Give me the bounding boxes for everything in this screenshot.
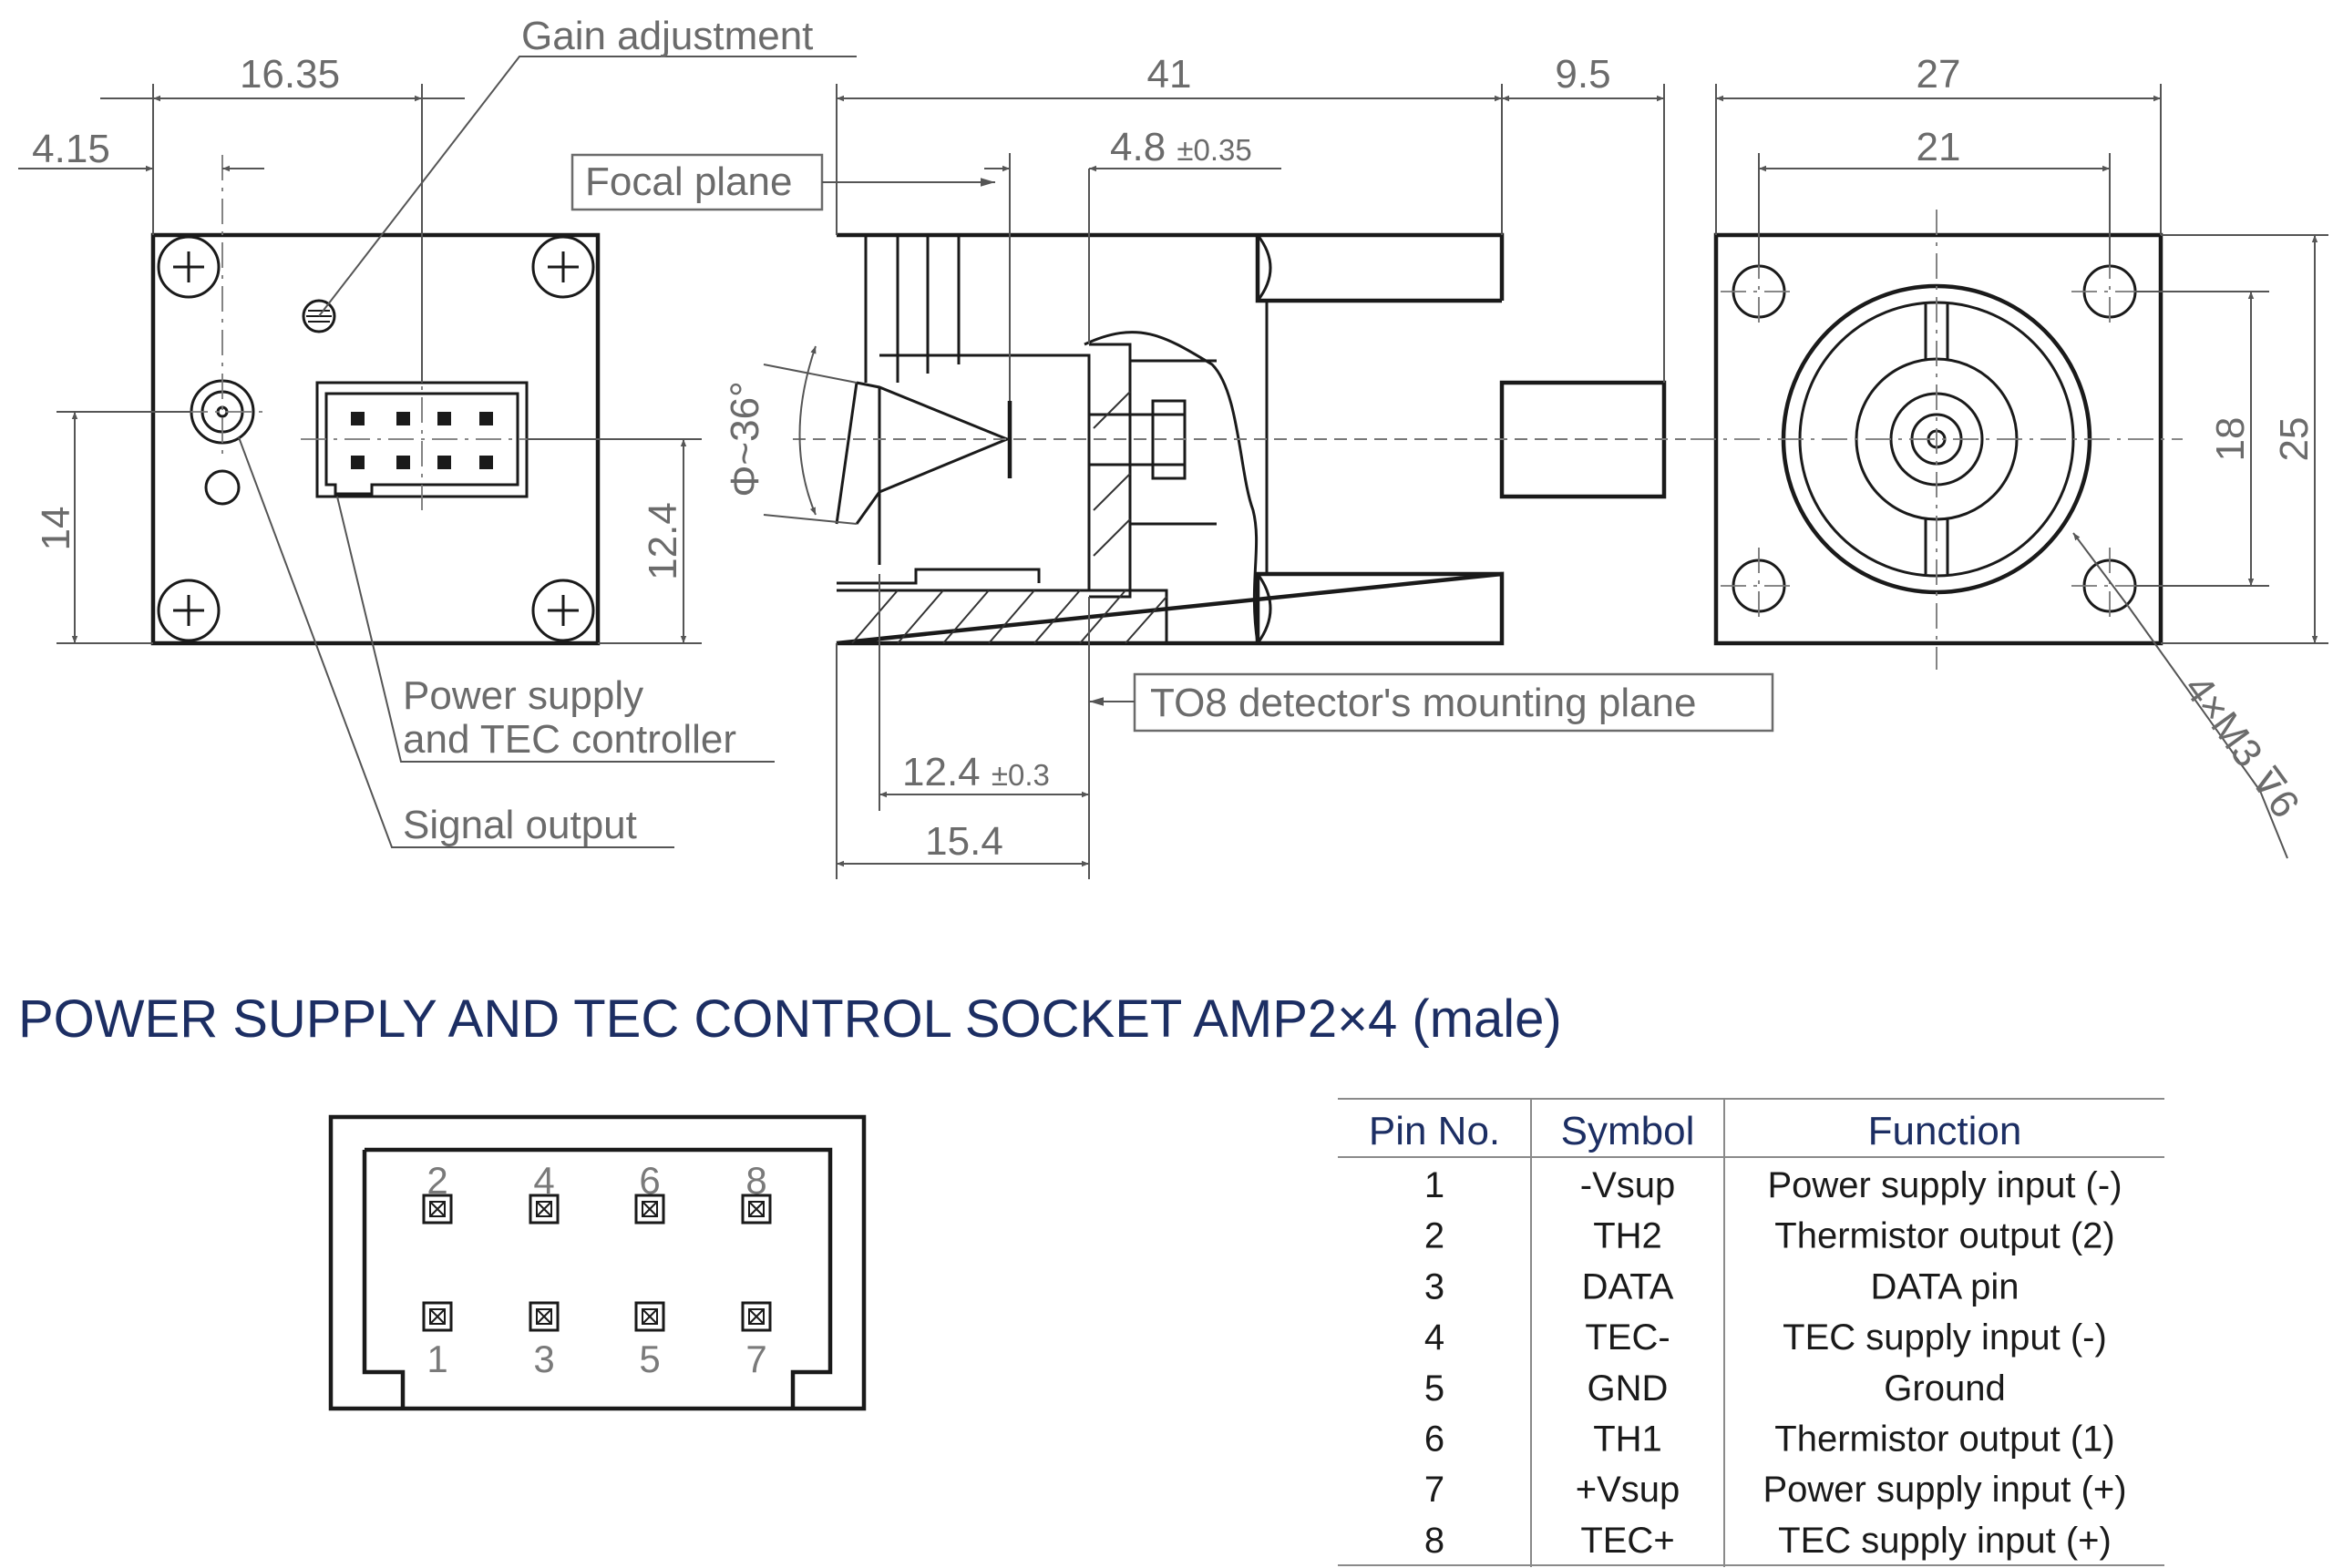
label-to8-mounting-plane: TO8 detector's mounting plane [1150, 681, 1697, 725]
dim-9-5: 9.5 [1555, 52, 1610, 97]
table-cell-pin: 3 [1424, 1266, 1444, 1307]
table-row: 7 +Vsup Power supply input (+) [1424, 1470, 2127, 1510]
dim-16-35: 16.35 [240, 52, 340, 97]
label-power-supply-line2: and TEC controller [403, 717, 736, 762]
pin-row-top [422, 1194, 772, 1225]
table-cell-function: Thermistor output (2) [1774, 1216, 2114, 1256]
section-title: POWER SUPPLY AND TEC CONTROL SOCKET AMP2… [18, 989, 1562, 1049]
table-cell-symbol: TEC- [1585, 1317, 1670, 1358]
table-cell-symbol: TH2 [1593, 1216, 1662, 1256]
dim-21: 21 [1917, 125, 1961, 169]
table-cell-symbol: +Vsup [1576, 1470, 1680, 1510]
mounting-hole [204, 469, 241, 506]
table-header-symbol: Symbol [1561, 1109, 1695, 1153]
table-row: 2 TH2 Thermistor output (2) [1424, 1216, 2115, 1256]
pin-label: 8 [745, 1159, 766, 1202]
table-row: 6 TH1 Thermistor output (1) [1424, 1419, 2115, 1460]
screw-top-right [531, 235, 595, 299]
pin-label: 3 [533, 1337, 554, 1380]
dim-27: 27 [1917, 52, 1961, 97]
table-cell-pin: 5 [1424, 1368, 1444, 1409]
screw-bottom-right [531, 579, 595, 642]
dim-15-4: 15.4 [925, 819, 1003, 864]
dim-12-4-left: 12.4 [641, 502, 685, 580]
pin-label: 7 [745, 1337, 766, 1380]
table-row: 4 TEC- TEC supply input (-) [1424, 1317, 2107, 1358]
table-cell-symbol: GND [1588, 1368, 1669, 1409]
front-view: 16.35 4.15 14 12.4 Gain adjustment Power… [18, 14, 857, 848]
rear-view: 27 21 18 25 4×M3 ⊽6 [1691, 52, 2328, 859]
table-row: 1 -Vsup Power supply input (-) [1424, 1165, 2122, 1205]
socket-detail: 2 4 6 8 1 3 5 7 [328, 1114, 867, 1411]
pin-label: 5 [639, 1337, 660, 1380]
dim-4-15: 4.15 [32, 127, 110, 171]
screw-top-left [157, 235, 221, 299]
dim-25: 25 [2272, 417, 2317, 462]
table-cell-symbol: -Vsup [1580, 1165, 1676, 1205]
pin [741, 1194, 772, 1225]
dim-phi-36: Φ~36° [723, 381, 767, 497]
table-cell-function: DATA pin [1870, 1266, 2019, 1307]
pin [634, 1194, 665, 1225]
table-cell-pin: 2 [1424, 1216, 1444, 1256]
table-cell-symbol: TH1 [1593, 1419, 1662, 1460]
label-signal-output: Signal output [403, 803, 637, 847]
table-header-function: Function [1868, 1109, 2022, 1153]
table-cell-function: Power supply input (-) [1767, 1165, 2122, 1205]
label-focal-plane: Focal plane [585, 159, 792, 204]
dim-12-4-bottom: 12.4 ±0.3 [902, 750, 1050, 794]
pin-row-bottom [422, 1301, 772, 1332]
table-cell-pin: 4 [1424, 1317, 1444, 1358]
dim-14: 14 [34, 507, 78, 551]
table-cell-function: TEC supply input (-) [1783, 1317, 2107, 1358]
label-power-supply-line1: Power supply [403, 673, 643, 718]
dim-41: 41 [1147, 52, 1192, 97]
pin-label: 6 [639, 1159, 660, 1202]
pin-label: 2 [427, 1159, 447, 1202]
pin [634, 1301, 665, 1332]
table-cell-pin: 8 [1424, 1521, 1444, 1561]
pin [422, 1194, 453, 1225]
pin [741, 1301, 772, 1332]
dim-4-8: 4.8 ±0.35 [1110, 125, 1252, 169]
section-hatching [851, 391, 1167, 644]
dim-4xm3: 4×M3 ⊽6 [2175, 667, 2308, 826]
table-header-pin: Pin No. [1369, 1109, 1500, 1153]
table-row: 8 TEC+ TEC supply input (+) [1424, 1521, 2112, 1561]
table-cell-pin: 1 [1424, 1165, 1444, 1205]
side-section-view: 41 9.5 4.8 ±0.35 Focal plane Φ~36° TO8 d… [570, 52, 1774, 879]
pin-label: 1 [427, 1337, 447, 1380]
table-cell-symbol: DATA [1582, 1266, 1674, 1307]
table-cell-function: TEC supply input (+) [1778, 1521, 2112, 1561]
pin [422, 1301, 453, 1332]
pin [529, 1194, 560, 1225]
pin [529, 1301, 560, 1332]
table-row: 5 GND Ground [1424, 1368, 2006, 1409]
table-cell-pin: 7 [1424, 1470, 1444, 1510]
pin-label: 4 [533, 1159, 554, 1202]
table-cell-pin: 6 [1424, 1419, 1444, 1460]
dim-18: 18 [2208, 417, 2253, 462]
label-gain-adjustment: Gain adjustment [521, 14, 813, 58]
table-cell-function: Thermistor output (1) [1774, 1419, 2114, 1460]
screw-bottom-left [157, 579, 221, 642]
table-row: 3 DATA DATA pin [1424, 1266, 2020, 1307]
table-cell-symbol: TEC+ [1580, 1521, 1674, 1561]
table-cell-function: Power supply input (+) [1763, 1470, 2126, 1510]
table-cell-function: Ground [1884, 1368, 2005, 1409]
